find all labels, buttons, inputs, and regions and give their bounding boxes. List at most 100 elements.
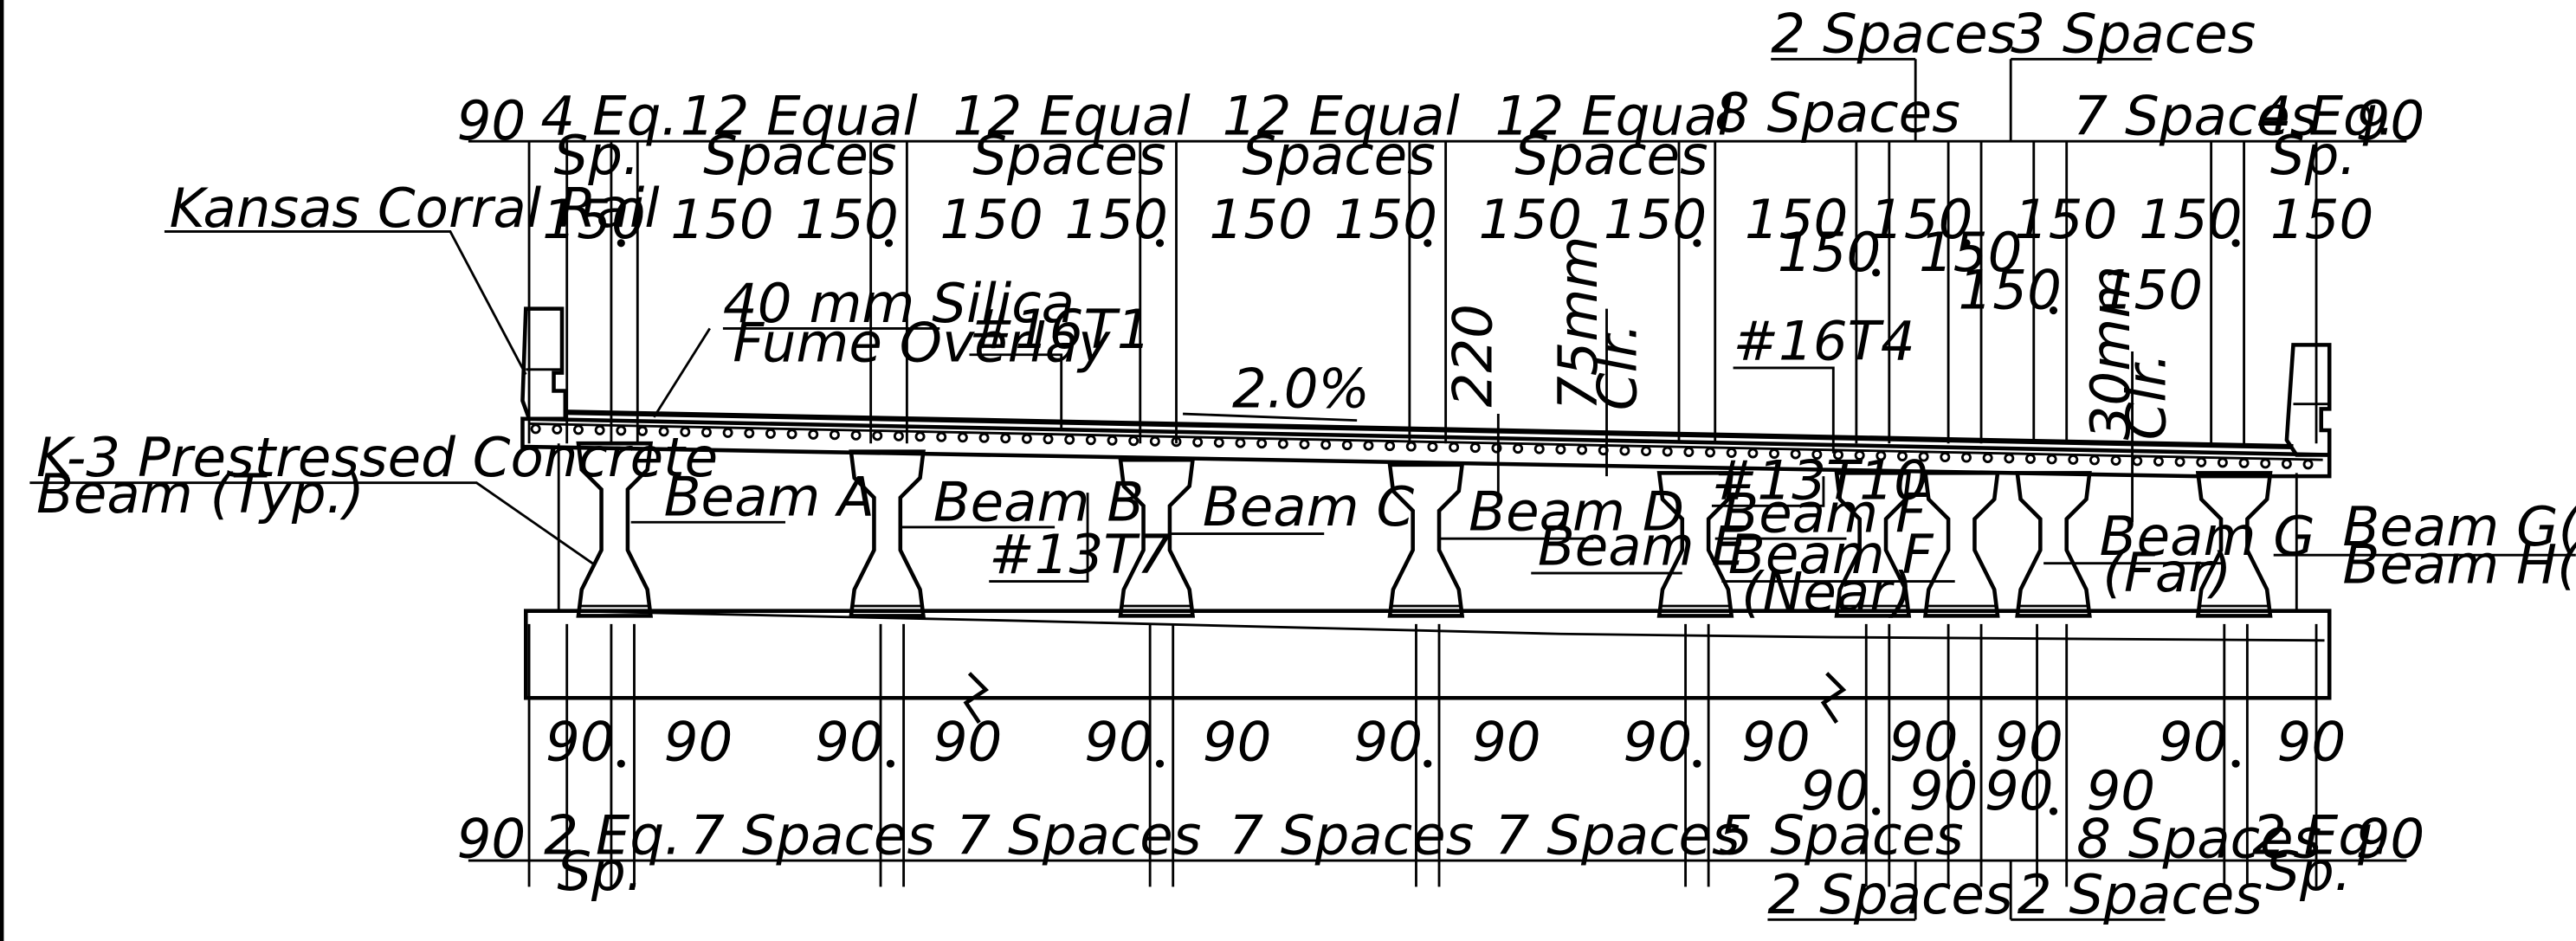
rebar-dot	[1341, 440, 1353, 451]
four-eq-left-2: Sp.	[554, 124, 640, 187]
beam-note-label-1: K-3 Prestressed Concrete	[36, 426, 718, 489]
twelve-equal-1b: Spaces	[703, 124, 896, 187]
top-two-spaces: 2 Spaces	[1771, 3, 2016, 66]
dim-dot	[1424, 239, 1432, 248]
rebar-dot	[1149, 435, 1160, 447]
rebar-dot	[1854, 450, 1865, 461]
overlay-label-1: 40 mm Silica	[723, 272, 1075, 335]
dim-dot	[1424, 759, 1432, 768]
label-90: 90	[2277, 710, 2347, 773]
deck-slab	[520, 409, 2332, 479]
dim-dot	[1872, 807, 1881, 815]
top-three-spaces: 3 Spaces	[2011, 3, 2256, 66]
rebar-dot	[616, 425, 627, 436]
label-90: 90	[1353, 710, 1423, 773]
bar-16T4-label: #16T4	[1733, 309, 1915, 372]
label-150: 150	[542, 188, 645, 251]
rebar-dot	[978, 432, 990, 443]
rebar-dot	[1277, 438, 1288, 449]
rebar-dot	[1555, 444, 1566, 455]
beam-c-label: Beam C	[1203, 475, 1415, 538]
label-90: 90	[1084, 710, 1153, 773]
beam-g-far-label-1: Beam G	[2100, 505, 2315, 568]
label-90: 90	[1741, 710, 1811, 773]
bottom-left-90: 90	[457, 807, 526, 870]
rebar-dot	[914, 431, 926, 442]
rebar-dot	[744, 428, 755, 439]
label-90: 90	[933, 710, 1003, 773]
rebar-dot	[1705, 447, 1716, 458]
label-150: 150	[670, 188, 773, 251]
dim-dot	[1962, 759, 1971, 768]
structure	[0, 0, 2332, 941]
rebar-dot	[700, 427, 712, 438]
dim-dot	[1693, 759, 1701, 768]
rebar-dot	[1107, 435, 1118, 446]
label-150: 150	[1919, 221, 2022, 284]
label-150: 150	[1958, 259, 2061, 322]
extension-lines	[527, 141, 2318, 887]
rebar-dot	[2068, 454, 2079, 465]
rebar-dot	[1320, 439, 1332, 450]
rebar-dot	[1043, 434, 1054, 445]
rebar-dot	[1960, 452, 1972, 463]
rebar-dot	[1747, 448, 1759, 459]
rebar-dot	[2089, 454, 2100, 466]
kansas-corral-rail-label: Kansas Corral Rail	[170, 177, 661, 240]
overlay-label-2: Fume Overlay	[733, 311, 1111, 374]
bottom-two-spaces-a: 2 Spaces	[1767, 863, 2012, 926]
twelve-equal-3a: 12 Equal	[1223, 85, 1461, 148]
rebar-dot	[936, 431, 947, 442]
rebar-dot	[1256, 438, 1268, 449]
girder	[1387, 462, 1465, 618]
dim-dot	[2231, 759, 2240, 768]
dim-dot	[2049, 807, 2058, 815]
clr-75-label-1: 75mm	[1546, 236, 1610, 411]
rebar-dot	[850, 429, 862, 441]
rebar-dot	[552, 423, 563, 435]
bar-13T7-label: #13T7	[989, 523, 1171, 586]
twelve-equal-4b: Spaces	[1514, 124, 1708, 187]
bottom-eight-spaces: 8 Spaces	[2076, 807, 2321, 870]
rebar-dots	[530, 423, 2314, 470]
rebar-dot	[2302, 459, 2314, 470]
girder	[1656, 471, 1734, 618]
label-90: 90	[1472, 710, 1541, 773]
dim-dot	[884, 239, 894, 248]
rebar-dot	[765, 428, 776, 439]
rebar-dot	[1405, 441, 1417, 452]
label-90: 90	[815, 710, 884, 773]
label-90: 90	[664, 710, 733, 773]
dim-dot	[1962, 239, 1971, 248]
rebar-dot	[1940, 452, 1951, 462]
dim-dot	[1155, 759, 1165, 768]
label-90: 90	[1623, 710, 1692, 773]
rebar-dot	[1533, 443, 1545, 454]
twelve-equal-1a: 12 Equal	[681, 85, 919, 148]
rebar-dot	[1833, 449, 1843, 461]
beam-f-near-label-1: Beam F	[1728, 523, 1934, 586]
dim-dot	[2231, 239, 2240, 248]
label-150: 150	[1604, 188, 1707, 251]
girder	[849, 449, 926, 618]
rebar-dot	[1299, 439, 1310, 450]
top-seven-spaces: 7 Spaces	[2073, 85, 2318, 148]
clr-30-label-2: Clr.	[2115, 352, 2179, 440]
seven-spaces-2: 7 Spaces	[956, 803, 1201, 867]
twelve-equal-2a: 12 Equal	[953, 85, 1191, 148]
rebar-dot	[786, 429, 797, 440]
beam-a-label: Beam A	[664, 466, 875, 529]
label-150: 150	[795, 188, 898, 251]
rebar-dot	[2260, 458, 2271, 469]
girder	[2015, 471, 2092, 618]
label-90: 90	[1203, 710, 1272, 773]
rebar-dot	[1662, 446, 1673, 457]
label-150: 150	[1869, 188, 1972, 251]
twelve-equal-2b: Spaces	[972, 124, 1165, 187]
rebar-dot	[1726, 448, 1737, 459]
rebar-dot	[957, 432, 968, 443]
label-150: 150	[1745, 188, 1848, 251]
